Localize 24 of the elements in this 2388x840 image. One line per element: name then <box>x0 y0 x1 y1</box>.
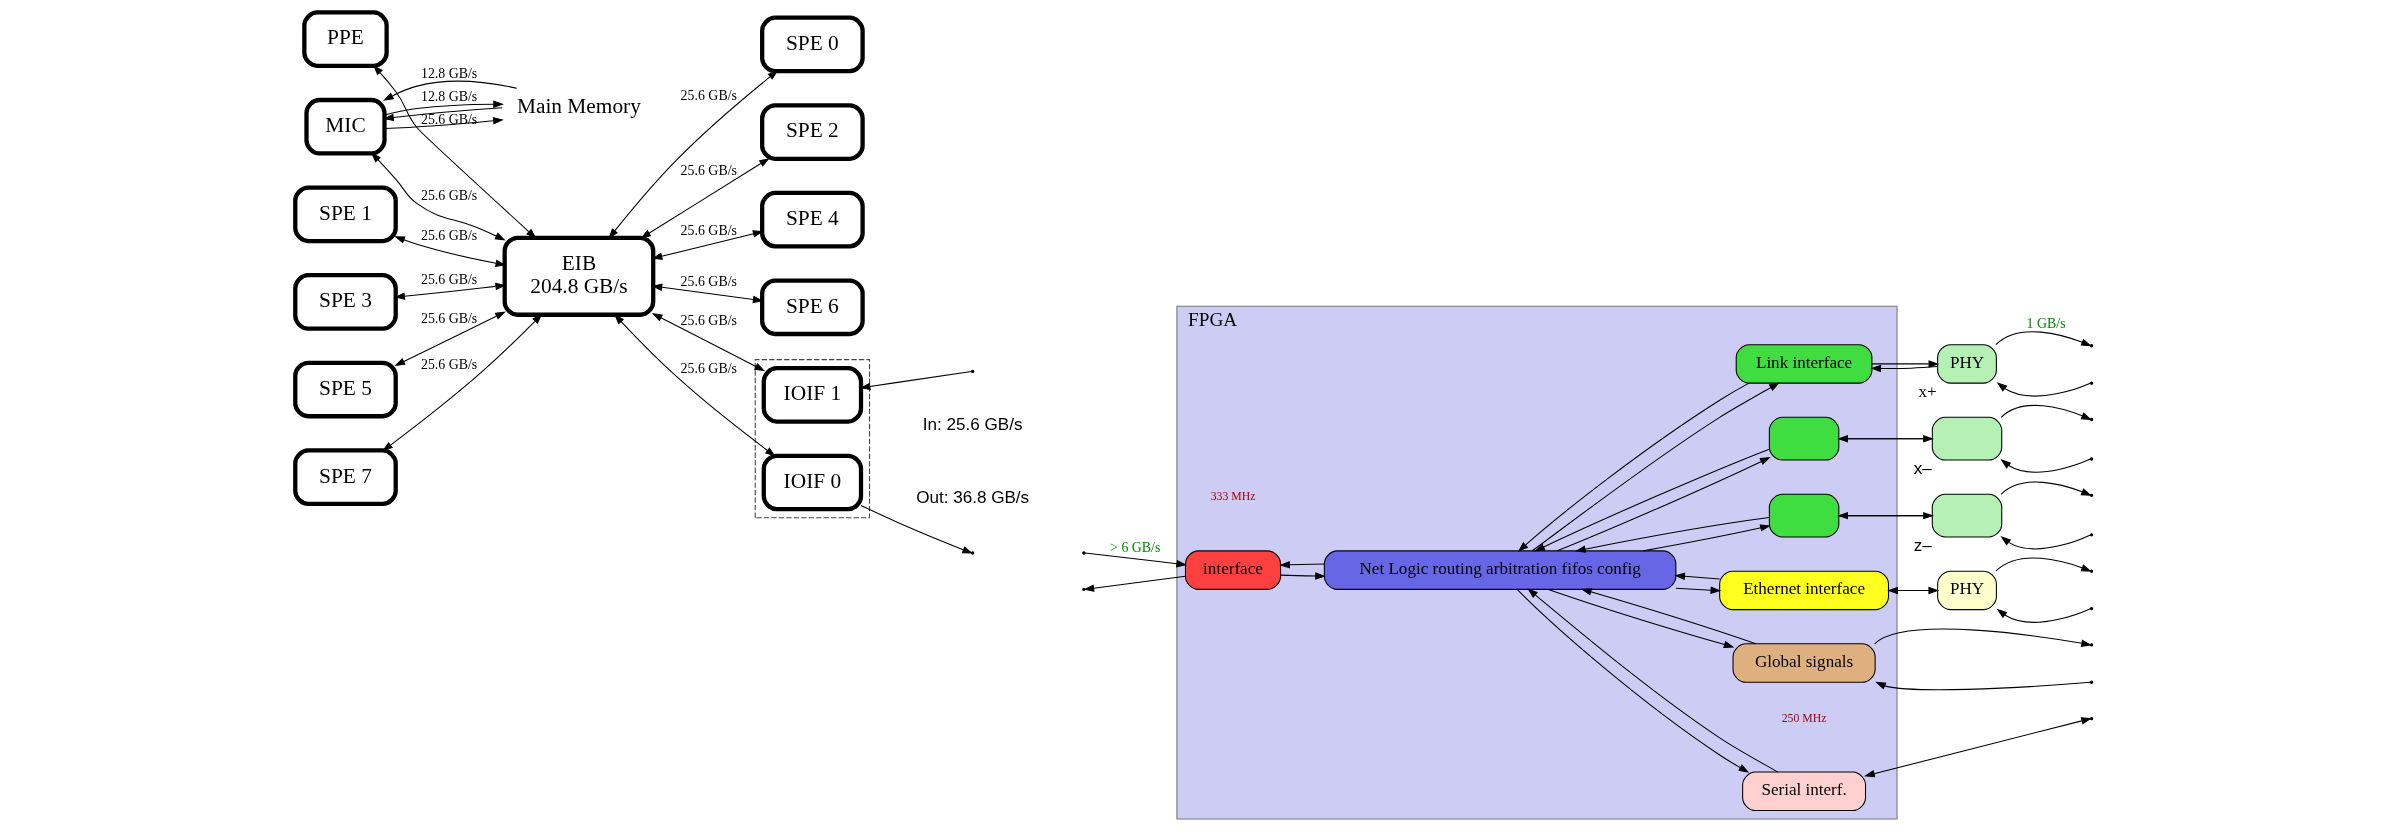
edge-label: 12.8 GB/s <box>420 89 478 105</box>
edge-label: 1 GB/s <box>2026 316 2066 332</box>
node-text: Main Memory <box>516 93 641 118</box>
label: 250 MHz <box>1781 711 1827 725</box>
edge-label: 25.6 GB/s <box>420 187 478 203</box>
edge-label: 25.6 GB/s <box>680 274 737 290</box>
edge-label: 12.8 GB/s <box>420 65 478 81</box>
edge-label: 25.6 GB/s <box>680 312 737 328</box>
edge-label: 25.6 GB/s <box>420 228 478 244</box>
edge-label: 25.6 GB/s <box>680 88 737 104</box>
edge-label: 25.6 GB/s <box>680 360 737 376</box>
edge-label: 25.6 GB/s <box>680 163 737 179</box>
edge-label: 25.6 GB/s <box>420 356 478 372</box>
edge-label: > 6 GB/s <box>1110 540 1161 556</box>
node-label: z– <box>1913 535 1932 555</box>
label: In: 25.6 GB/s <box>922 414 1023 434</box>
edge-label: 25.6 GB/s <box>420 272 478 288</box>
edge-label: 25.6 GB/s <box>680 223 737 239</box>
node-label: x+ <box>1918 381 1937 401</box>
node-label: x– <box>1913 458 1932 478</box>
edge-label: 25.6 GB/s <box>420 111 478 127</box>
label: Out: 36.8 GB/s <box>916 487 1030 507</box>
label: 333 MHz <box>1210 490 1256 504</box>
edge-label: 25.6 GB/s <box>420 310 478 326</box>
